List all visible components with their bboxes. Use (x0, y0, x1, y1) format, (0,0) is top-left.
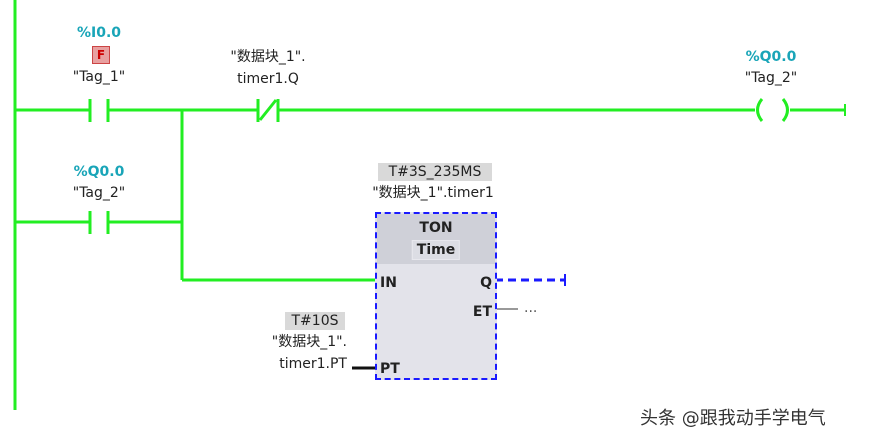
nc-contact-slash (258, 99, 278, 121)
coil-right (781, 98, 789, 122)
pin-q: Q (480, 275, 492, 291)
timer-type: TON (419, 220, 453, 236)
contact2-tag[interactable]: "Tag_2" (72, 185, 126, 201)
timer-instance[interactable]: "数据块_1".timer1 (372, 185, 494, 201)
pin-in: IN (380, 275, 397, 291)
timer-current-value: T#3S_235MS (378, 163, 492, 181)
force-icon: F (92, 46, 110, 64)
coil-tag[interactable]: "Tag_2" (744, 70, 798, 86)
coil-address: %Q0.0 (745, 49, 797, 65)
timer-subtype[interactable]: Time (411, 240, 461, 260)
pin-et: ET (472, 304, 492, 320)
contact1-address: %I0.0 (76, 25, 122, 41)
ton-timer-block[interactable]: TON Time IN Q ET PT (375, 212, 497, 380)
coil-left (756, 98, 764, 122)
pt-tag-line2[interactable]: timer1.PT (279, 356, 347, 372)
watermark: 头条 @跟我动手学电气 (640, 408, 826, 429)
pt-value: T#10S (285, 312, 345, 330)
nc-contact-tag-line1[interactable]: "数据块_1". (230, 49, 306, 65)
pin-pt: PT (380, 361, 400, 377)
et-value[interactable]: ... (524, 300, 538, 316)
nc-contact-tag-line2[interactable]: timer1.Q (237, 71, 299, 87)
pt-tag-line1[interactable]: "数据块_1". (271, 334, 347, 350)
contact2-address: %Q0.0 (73, 164, 125, 180)
contact1-tag[interactable]: "Tag_1" (72, 69, 126, 85)
